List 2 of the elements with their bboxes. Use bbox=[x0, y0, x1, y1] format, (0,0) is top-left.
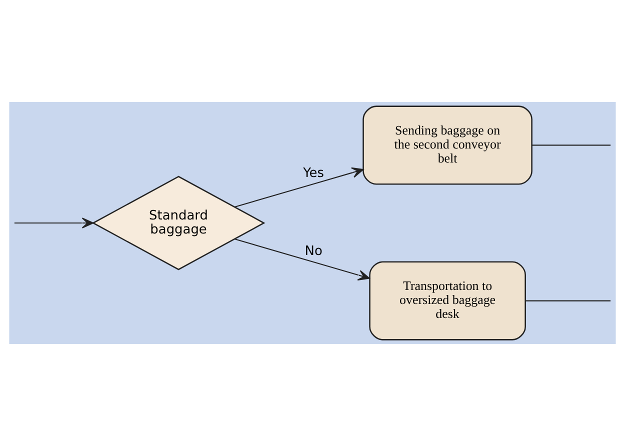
edge-label: No bbox=[304, 243, 322, 258]
edge-label: Yes bbox=[303, 166, 324, 181]
